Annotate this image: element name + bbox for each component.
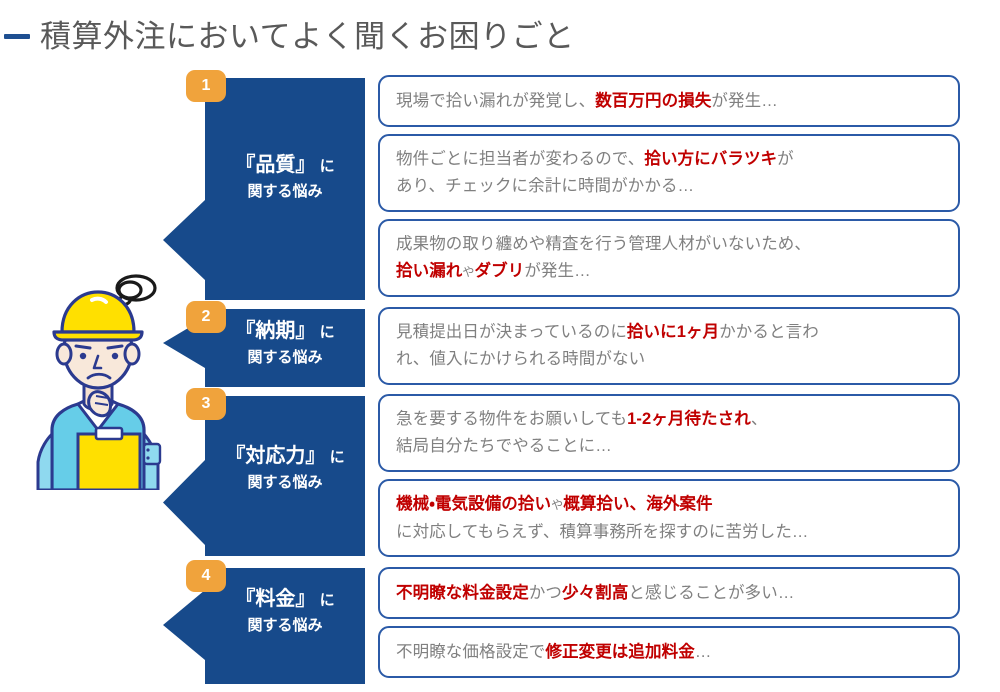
category-badge-3: 3 xyxy=(186,388,226,420)
body-text: … xyxy=(694,642,712,661)
body-text: 、 xyxy=(750,410,768,428)
category-block-3[interactable]: 『対応力』 に関する悩み xyxy=(163,396,365,556)
highlight-text: 拾い漏れ xyxy=(396,261,463,280)
highlight-text: 少々割高 xyxy=(562,583,629,602)
body-text: 物件ごとに担当者が変わるので、 xyxy=(396,150,645,168)
statement-card-text: 機械・電気設備の拾いや概算拾い、海外案件に対応してもらえず、積算事務所を探すのに… xyxy=(396,491,809,546)
body-text: かかると言わ xyxy=(719,323,819,341)
statement-card[interactable]: 成果物の取り纏めや精査を行う管理人材がいないため、拾い漏れやダブリが発生… xyxy=(378,219,960,297)
body-text: 不明瞭な価格設定で xyxy=(396,642,546,661)
yellow-hard-hat xyxy=(52,290,144,342)
body-text: かつ xyxy=(528,583,563,602)
statement-card[interactable]: 機械・電気設備の拾いや概算拾い、海外案件に対応してもらえず、積算事務所を探すのに… xyxy=(378,479,960,557)
body-text: 成果物の取り纏めや精査を行う管理人材がいないため、 xyxy=(396,234,811,253)
body-text: に対応してもらえず、積算事務所を探すのに苦労した… xyxy=(396,522,809,541)
statement-card[interactable]: 不明瞭な価格設定で修正変更は追加料金… xyxy=(378,626,960,678)
category-badge-2: 2 xyxy=(186,301,226,333)
body-text: や xyxy=(551,497,564,512)
body-text: と感じることが多い… xyxy=(628,583,795,602)
category-block-4[interactable]: 『料金』 に関する悩み xyxy=(163,568,365,684)
highlight-text: ダブリ xyxy=(474,261,525,280)
body-text: あり、チェックに余計に時間がかかる… xyxy=(396,177,695,195)
category-badge-1: 1 xyxy=(186,70,226,102)
category-block-shape xyxy=(163,568,365,684)
statement-card-text: 物件ごとに担当者が変わるので、拾い方にバラツキがあり、チェックに余計に時間がかか… xyxy=(396,146,794,200)
body-text: が発生… xyxy=(524,261,591,280)
statement-card-text: 現場で拾い漏れが発覚し、数百万円の損失が発生… xyxy=(396,88,778,115)
statement-card-text: 見積提出日が決まっているのに拾いに1ヶ月かかると言われ、値入にかけられる時間がな… xyxy=(396,319,819,373)
body-text: 見積提出日が決まっているのに xyxy=(396,323,627,341)
category-block-1[interactable]: 『品質』 に関する悩み xyxy=(163,78,365,300)
body-text: 急を要する物件をお願いしても xyxy=(396,410,628,428)
statement-card-text: 急を要する物件をお願いしても1-2ヶ月待たされ、結局自分たちでやることに… xyxy=(396,406,767,460)
body-text: 現場で拾い漏れが発覚し、 xyxy=(396,91,596,110)
page-title: 積算外注においてよく聞くお困りごと xyxy=(0,14,1000,62)
statement-card-text: 成果物の取り纏めや精査を行う管理人材がいないため、拾い漏れやダブリが発生… xyxy=(396,231,811,286)
body-text: れ、値入にかけられる時間がない xyxy=(396,350,646,368)
hand-on-chin xyxy=(87,390,112,418)
category-badge-4: 4 xyxy=(186,560,226,592)
statement-card-text: 不明瞭な価格設定で修正変更は追加料金… xyxy=(396,639,711,666)
highlight-text: 概算拾い、海外案件 xyxy=(563,494,713,513)
body-text: が xyxy=(777,150,794,168)
page-title-text: 積算外注においてよく聞くお困りごと xyxy=(40,19,575,54)
highlight-text: 拾い方にバラツキ xyxy=(644,150,778,168)
statement-card[interactable]: 不明瞭な料金設定かつ少々割高と感じることが多い… xyxy=(378,567,960,619)
category-block-shape xyxy=(163,78,365,300)
highlight-text: 機械・電気設備の拾い xyxy=(396,494,552,513)
highlight-text: 1-2ヶ月待たされ xyxy=(627,410,751,428)
highlight-text: 拾いに1ヶ月 xyxy=(626,323,720,341)
category-block-shape xyxy=(163,396,365,556)
statement-card[interactable]: 急を要する物件をお願いしても1-2ヶ月待たされ、結局自分たちでやることに… xyxy=(378,394,960,472)
worried-construction-worker-illustration xyxy=(18,258,178,492)
category-block-2[interactable]: 『納期』 に関する悩み xyxy=(163,309,365,387)
yellow-clipboard xyxy=(76,426,142,492)
statement-card-text: 不明瞭な料金設定かつ少々割高と感じることが多い… xyxy=(396,580,794,607)
body-text: や xyxy=(462,264,475,279)
blue-dash-icon xyxy=(4,34,30,39)
statement-card[interactable]: 物件ごとに担当者が変わるので、拾い方にバラツキがあり、チェックに余計に時間がかか… xyxy=(378,134,960,212)
statement-card[interactable]: 現場で拾い漏れが発覚し、数百万円の損失が発生… xyxy=(378,75,960,127)
highlight-text: 不明瞭な料金設定 xyxy=(396,583,529,602)
body-text: 結局自分たちでやることに… xyxy=(396,437,612,455)
highlight-text: 修正変更は追加料金 xyxy=(545,642,695,661)
body-text: が発生… xyxy=(711,91,778,110)
highlight-text: 数百万円の損失 xyxy=(595,91,712,110)
statement-card[interactable]: 見積提出日が決まっているのに拾いに1ヶ月かかると言われ、値入にかけられる時間がな… xyxy=(378,307,960,385)
